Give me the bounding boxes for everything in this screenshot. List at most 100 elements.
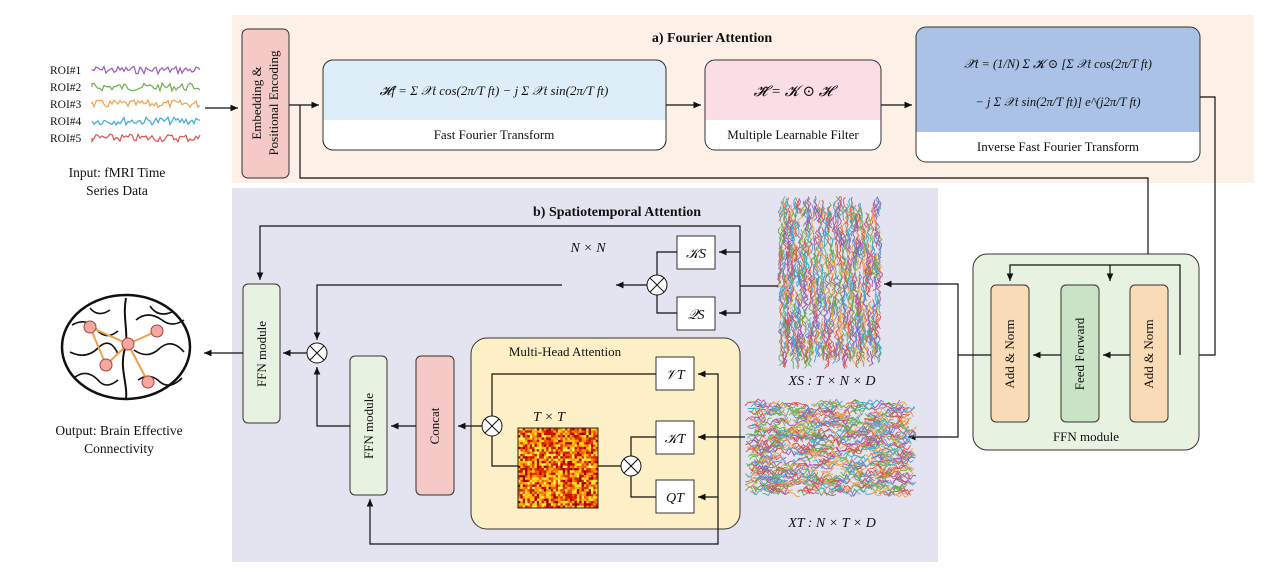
cube-stroke (779, 303, 783, 320)
heatmap-cell (546, 498, 549, 502)
cube-stroke (790, 220, 797, 236)
heatmap-cell (569, 498, 573, 502)
cube-stroke (866, 437, 880, 446)
heatmap-cell (588, 475, 592, 478)
cube-stroke (782, 312, 787, 328)
heatmap-cell (525, 456, 528, 459)
cube-stroke (861, 326, 866, 343)
heatmap-cell (522, 446, 526, 450)
heatmap-cell (518, 465, 521, 469)
heatmap-cell (553, 437, 556, 441)
heatmap-cell (541, 472, 545, 476)
cube-stroke (748, 453, 761, 457)
heatmap-cell (562, 484, 566, 488)
cube-stroke (828, 259, 834, 275)
cube-stroke (774, 473, 787, 478)
cube-stroke (813, 347, 818, 363)
heatmap-cell (555, 503, 559, 506)
cube-stroke (801, 470, 815, 478)
heatmap-cell (525, 477, 528, 481)
heatmap-cell (595, 472, 599, 476)
heatmap-cell (567, 486, 571, 490)
heatmap-cell (534, 465, 538, 469)
heatmap-cell (590, 468, 594, 471)
heatmap-cell (560, 477, 563, 481)
cube-stroke (790, 240, 796, 256)
heatmap-cell (536, 486, 540, 490)
heatmap-cell (595, 442, 599, 445)
cube-stroke (777, 480, 791, 487)
heatmap-cell (525, 446, 528, 450)
heatmap-cell (518, 458, 521, 462)
cube-stroke (833, 331, 839, 347)
heatmap-cell (520, 503, 523, 506)
cube-stroke (785, 402, 799, 408)
cube-stroke (779, 299, 783, 316)
heatmap-cell (548, 496, 552, 499)
heatmap-cell (525, 484, 528, 488)
cube-stroke (792, 246, 798, 262)
heatmap-cell (555, 470, 559, 473)
heatmap-cell (574, 428, 578, 431)
cube-stroke (781, 317, 787, 334)
heatmap-cell (595, 449, 599, 452)
heatmap-cell (541, 446, 545, 450)
cube-stroke (792, 432, 806, 442)
heatmap-cell (581, 472, 585, 476)
cube-stroke (878, 298, 882, 315)
feed-forward (1060, 284, 1100, 423)
cube-stroke (868, 310, 872, 326)
heatmap-cell (525, 451, 528, 455)
heatmap-cell (567, 430, 571, 433)
heatmap-cell (539, 496, 542, 499)
heatmap-cell (555, 465, 559, 469)
heatmap-cell (550, 472, 554, 476)
heatmap-cell (583, 475, 587, 478)
heatmap-cell (548, 489, 552, 492)
cube-stroke (794, 352, 801, 368)
cube-stroke (782, 220, 787, 237)
cube-stroke (837, 250, 843, 266)
heatmap-cell (532, 477, 535, 481)
heatmap-cell (562, 503, 566, 506)
heatmap-cell (553, 486, 556, 490)
cube-stroke (833, 452, 846, 461)
cube-stroke (844, 209, 849, 225)
heatmap-cell (518, 435, 521, 438)
cube-stroke (754, 399, 767, 405)
heatmap-cell (595, 484, 599, 488)
cube-stroke (827, 225, 832, 241)
heatmap-cell (572, 442, 575, 445)
heatmap-cell (532, 430, 535, 433)
cube-stroke (848, 440, 861, 447)
heatmap-cell (525, 505, 528, 509)
ifft-formula-2: − j Σ 𝒳t sin(2π/T ft)] e^(j2π/T ft) (975, 95, 1140, 109)
cube-stroke (793, 262, 799, 278)
heatmap-cell (565, 430, 568, 433)
cube-stroke (836, 419, 849, 426)
heatmap-cell (527, 463, 531, 466)
heatmap-cell (562, 430, 566, 433)
cube-stroke (830, 295, 835, 312)
cube-stroke (841, 417, 855, 422)
cube-stroke (876, 256, 881, 272)
heatmap-cell (550, 430, 554, 433)
cube-stroke (886, 485, 900, 495)
cube-stroke (860, 227, 867, 243)
heatmap-cell (574, 498, 578, 502)
cube-stroke (876, 261, 881, 278)
cube-stroke (807, 241, 813, 257)
heatmap-cell (553, 468, 556, 471)
heatmap-cell (574, 486, 578, 490)
heatmap-cell (522, 498, 526, 502)
cube-stroke (744, 486, 758, 496)
cube-stroke (778, 481, 792, 485)
heatmap-cell (576, 437, 580, 441)
heatmap-cell (565, 486, 568, 490)
cube-stroke (782, 475, 795, 480)
heatmap-cell (590, 430, 594, 433)
cube-stroke (852, 467, 866, 477)
heatmap-cell (536, 472, 540, 476)
heatmap-cell (553, 489, 556, 492)
heatmap-cell (539, 439, 542, 443)
